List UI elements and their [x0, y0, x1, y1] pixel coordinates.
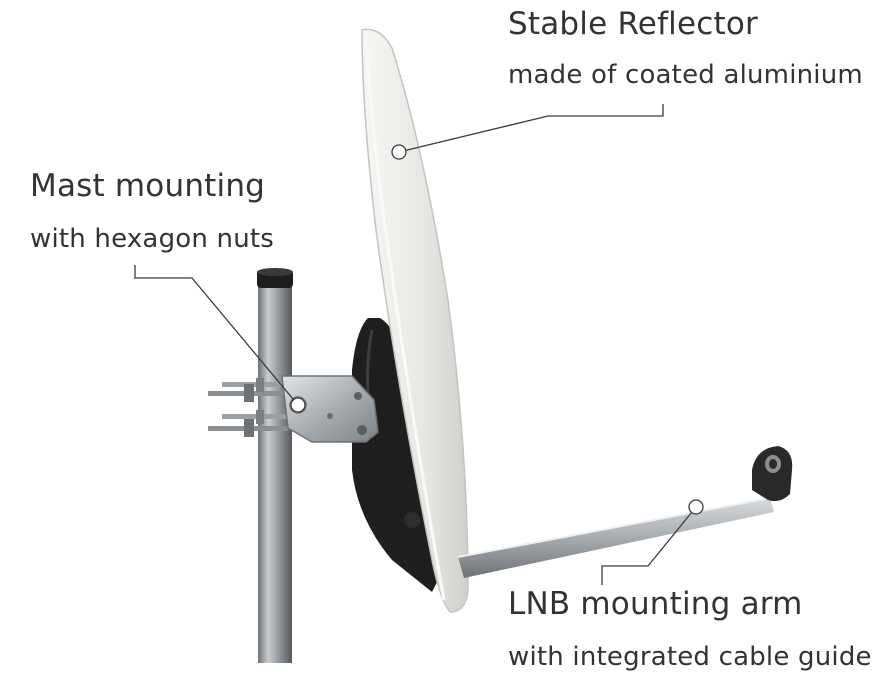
leader-line-mast — [134, 265, 306, 413]
mast-callout-subtitle: with hexagon nuts — [30, 224, 275, 254]
mast-pole — [257, 268, 293, 663]
mast-clamp — [208, 375, 379, 443]
dish-reflector — [361, 28, 469, 613]
leader-line-reflector — [391, 104, 664, 160]
lnb-callout-title: LNB mounting arm — [508, 586, 803, 622]
reflector-callout-subtitle: made of coated aluminium — [508, 60, 863, 90]
reflector-callout-title: Stable Reflector — [508, 6, 758, 42]
lnb-callout-subtitle: with integrated cable guide — [508, 642, 872, 672]
leader-line-lnb — [601, 499, 704, 585]
lnb-arm — [457, 446, 793, 578]
mast-callout-title: Mast mounting — [30, 168, 266, 204]
